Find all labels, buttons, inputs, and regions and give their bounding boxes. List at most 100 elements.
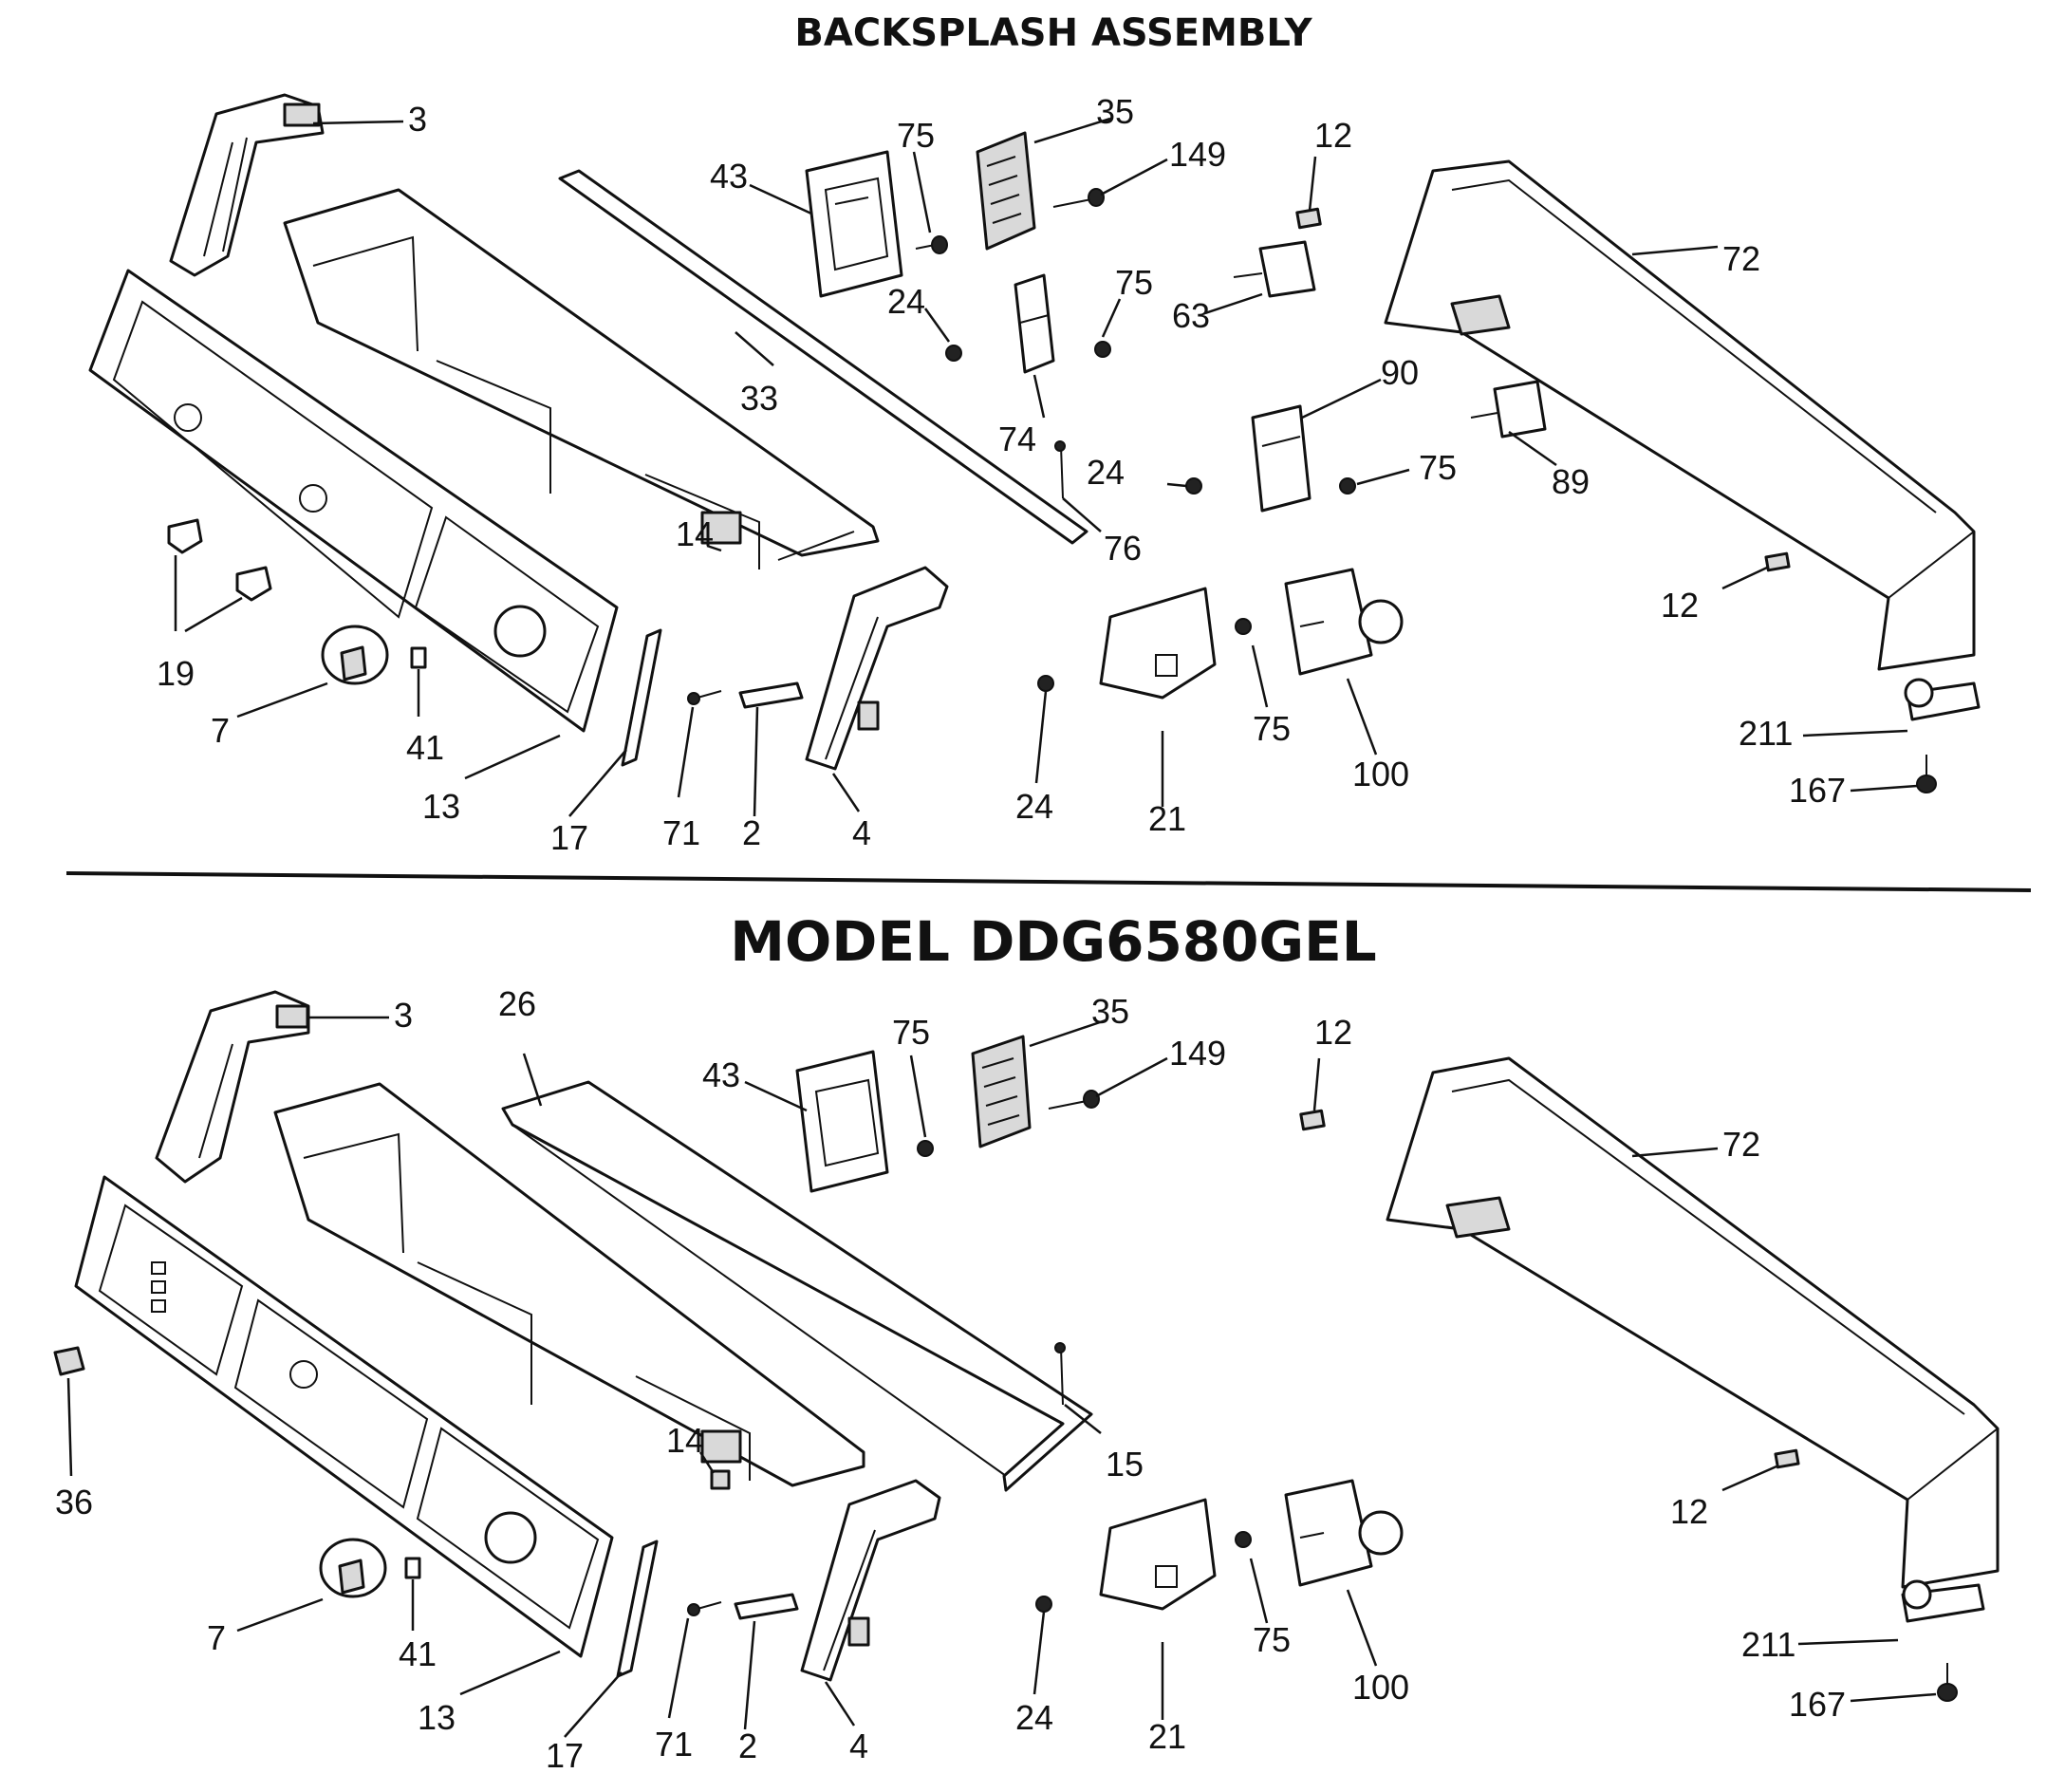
part-14-lamp xyxy=(710,1469,731,1490)
callout: 72 xyxy=(1722,239,1760,278)
part-41-bushing xyxy=(404,1557,421,1579)
part-41-bushing xyxy=(410,646,427,669)
callout: 12 xyxy=(1314,1013,1352,1052)
part-149-screw xyxy=(1048,1090,1100,1110)
part-100-timer xyxy=(1284,568,1404,676)
callout: 75 xyxy=(1253,709,1291,748)
part-100-timer xyxy=(1284,1479,1404,1587)
part-35-switch-block xyxy=(971,1035,1032,1148)
callout: 4 xyxy=(852,813,871,852)
callout: 7 xyxy=(211,711,230,750)
part-75-screw xyxy=(1235,618,1252,635)
part-24-nut xyxy=(1035,1596,1052,1613)
part-21-plate xyxy=(1099,1498,1217,1611)
part-24-nut xyxy=(1037,675,1054,692)
part-36-button xyxy=(53,1346,85,1376)
part-89-switch xyxy=(1470,380,1547,439)
callout: 17 xyxy=(546,1736,584,1775)
title-model: MODEL DDG6580GEL xyxy=(730,909,1376,974)
part-21-plate xyxy=(1099,587,1217,700)
callout: 75 xyxy=(897,116,935,155)
part-90-bracket xyxy=(1251,404,1312,513)
callout: 3 xyxy=(394,996,413,1035)
callout: 24 xyxy=(1087,453,1125,492)
callouts-top: 3 43 75 35 149 12 72 24 75 63 33 74 90 7… xyxy=(157,92,1846,857)
callout: 76 xyxy=(1104,529,1142,568)
callouts-bottom: 3 26 43 75 35 149 12 72 36 14 15 7 41 13… xyxy=(55,984,1846,1775)
callout: 14 xyxy=(666,1421,704,1460)
callout: 19 xyxy=(157,654,195,693)
part-3-end-cap xyxy=(169,93,325,277)
bottom-section xyxy=(53,990,2000,1702)
callout: 211 xyxy=(1741,1625,1795,1664)
callout: 15 xyxy=(1106,1445,1144,1484)
callout: 167 xyxy=(1789,1685,1846,1724)
part-75-screw xyxy=(915,235,948,254)
callout: 75 xyxy=(892,1013,930,1052)
part-211-bracket xyxy=(1901,1579,1985,1623)
callout: 2 xyxy=(742,813,761,852)
callout: 14 xyxy=(676,514,714,553)
callout: 7 xyxy=(207,1618,226,1657)
part-12-clip xyxy=(1295,207,1322,230)
part-167-screw xyxy=(1937,1663,1958,1702)
part-211-bracket xyxy=(1904,678,1981,721)
callout: 41 xyxy=(406,728,444,767)
part-17-bracket xyxy=(616,1540,659,1678)
part-167-screw xyxy=(1916,755,1937,793)
callout: 13 xyxy=(422,787,460,826)
part-13-front-panel xyxy=(88,269,619,733)
callout: 13 xyxy=(418,1698,456,1737)
callout: 72 xyxy=(1722,1125,1760,1164)
section-divider xyxy=(65,871,2032,892)
callout: 75 xyxy=(1419,448,1457,487)
callout: 21 xyxy=(1148,799,1186,838)
part-35-switch-block xyxy=(976,131,1036,251)
title-backsplash-assembly: BACKSPLASH ASSEMBLY xyxy=(794,11,1312,55)
callout: 211 xyxy=(1739,714,1793,753)
callout: 75 xyxy=(1115,263,1153,302)
callout: 12 xyxy=(1670,1492,1708,1531)
callout: 149 xyxy=(1169,1034,1226,1073)
part-7-knob xyxy=(321,625,389,685)
part-43-bracket xyxy=(805,150,903,298)
part-2-trim xyxy=(734,1593,799,1620)
callout: 71 xyxy=(655,1725,693,1764)
part-72-rear-housing xyxy=(1384,159,1976,671)
callout: 167 xyxy=(1789,771,1846,810)
part-3-end-cap xyxy=(155,990,310,1184)
part-149-screw xyxy=(1052,188,1105,208)
part-72-rear-housing xyxy=(1386,1056,2000,1589)
callout: 149 xyxy=(1169,135,1226,174)
callout: 24 xyxy=(1015,787,1053,826)
callout: 41 xyxy=(399,1634,437,1673)
part-75-screw xyxy=(1094,341,1111,358)
part-43-bracket xyxy=(795,1050,889,1193)
callout: 3 xyxy=(408,100,427,139)
callout: 2 xyxy=(738,1727,757,1765)
part-19-buttons xyxy=(167,518,272,602)
part-12-clip xyxy=(1774,1448,1800,1469)
callout: 63 xyxy=(1172,296,1210,335)
part-7-knob xyxy=(319,1538,387,1598)
leader-lines xyxy=(66,117,1937,1738)
callout: 24 xyxy=(887,282,925,321)
callout: 100 xyxy=(1352,1668,1409,1707)
callout: 33 xyxy=(740,379,778,418)
callout: 21 xyxy=(1148,1717,1186,1756)
part-33-rail xyxy=(558,169,1088,545)
part-75-screw xyxy=(1235,1531,1252,1548)
part-75-screw xyxy=(917,1140,934,1157)
part-24-nut xyxy=(1185,477,1202,495)
callout: 89 xyxy=(1552,462,1590,501)
callout: 26 xyxy=(498,984,536,1023)
part-4-end-cap xyxy=(805,566,949,771)
callout: 75 xyxy=(1253,1620,1291,1659)
part-console-panel xyxy=(273,1082,865,1487)
part-17-bracket xyxy=(621,628,662,767)
part-74-bracket xyxy=(1014,273,1055,374)
part-2-trim xyxy=(738,681,804,709)
callout: 35 xyxy=(1091,992,1129,1031)
callout: 35 xyxy=(1096,92,1134,131)
